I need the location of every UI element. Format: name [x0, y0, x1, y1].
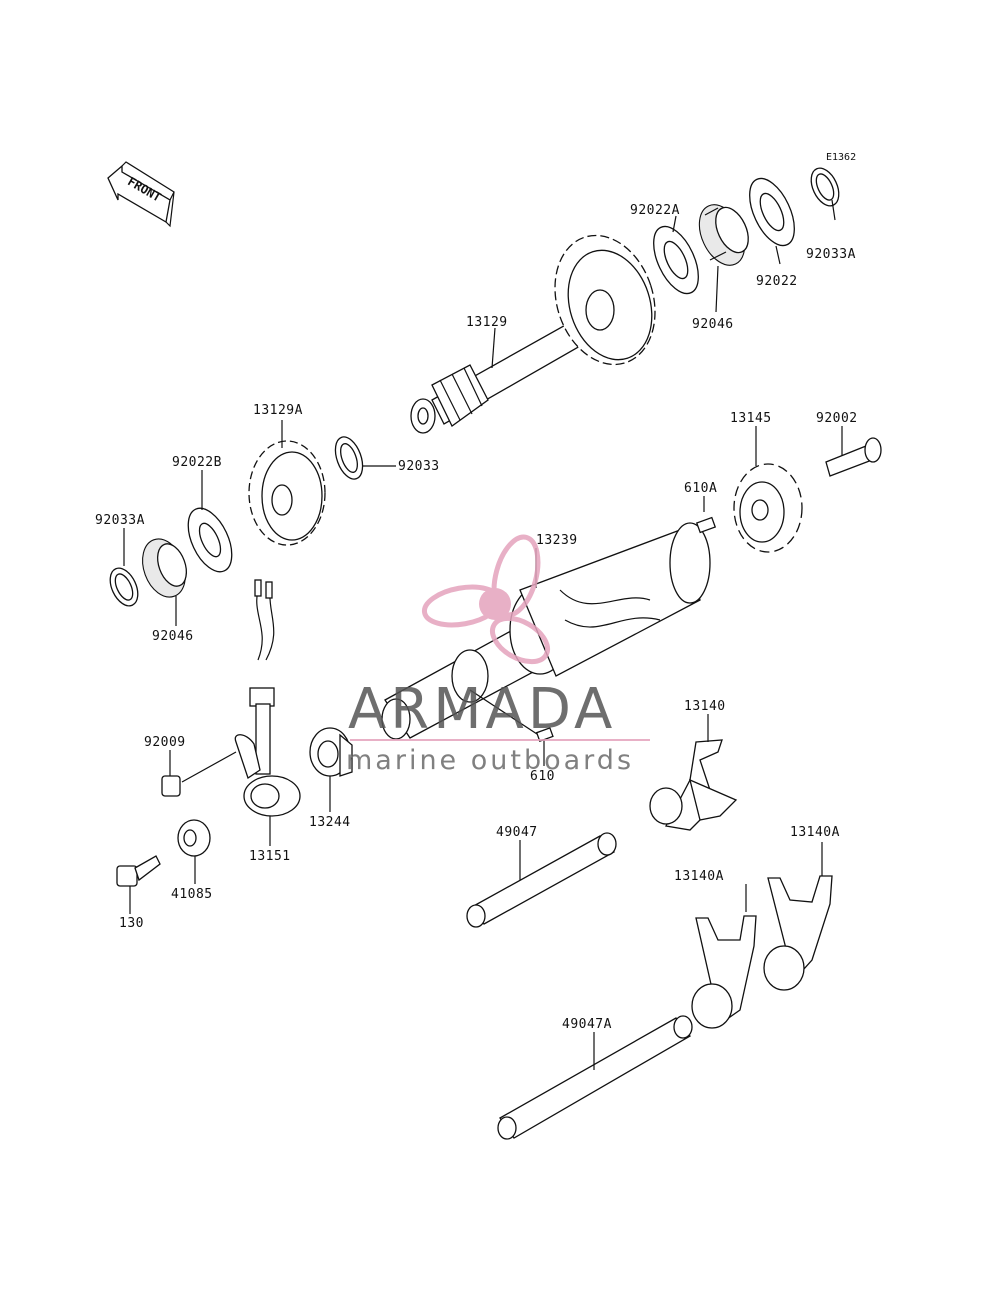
label-13140A-right: 13140A [790, 825, 840, 840]
bolt-92002 [825, 437, 882, 477]
watermark-brand: ARMADA [348, 677, 616, 742]
label-13140: 13140 [684, 699, 726, 714]
circlip-92033 [334, 436, 364, 480]
fork-13140 [649, 739, 738, 831]
washer-92022B [187, 507, 233, 573]
label-49047: 49047 [496, 825, 538, 840]
propeller-logo-icon [421, 534, 550, 665]
bearing-92046-top [698, 204, 749, 266]
rod-49047A [497, 1015, 693, 1140]
label-13140A-left: 13140A [674, 869, 724, 884]
label-610A: 610A [684, 481, 717, 496]
front-arrow-icon: FRONT [107, 161, 175, 228]
part-labels: 92033A 92022 92022A 92046 13129 13129A 9… [95, 203, 858, 1032]
circlip-92033A-left [109, 567, 139, 607]
label-92033A-top: 92033A [806, 247, 856, 262]
label-92046-top: 92046 [692, 317, 734, 332]
label-92022A: 92022A [630, 203, 680, 218]
label-13239: 13239 [536, 533, 578, 548]
label-92022: 92022 [756, 274, 798, 289]
fork-13140A-left [691, 915, 757, 1029]
diagram-code: E1362 [826, 152, 856, 163]
circlip-92033A-top [810, 167, 840, 207]
watermark: ARMADA marine outboards [346, 534, 650, 776]
bearing-92046-left [142, 538, 187, 598]
label-13129A: 13129A [253, 403, 303, 418]
collar-13244 [309, 727, 353, 777]
pin-610 [469, 689, 554, 742]
label-92033: 92033 [398, 459, 440, 474]
plate-41085 [177, 819, 211, 857]
label-92033A-left: 92033A [95, 513, 145, 528]
pin-610A [695, 516, 717, 534]
rod-49047 [466, 832, 617, 928]
fork-13140A-right [763, 875, 833, 991]
star-13145 [733, 463, 803, 553]
label-92002: 92002 [816, 411, 858, 426]
sensor-13151 [234, 579, 301, 817]
label-92022B: 92022B [172, 455, 222, 470]
label-13129: 13129 [466, 315, 508, 330]
label-92009: 92009 [144, 735, 186, 750]
label-610: 610 [530, 769, 555, 784]
label-41085: 41085 [171, 887, 213, 902]
gear-13129A [248, 440, 326, 546]
label-13151: 13151 [249, 849, 291, 864]
bolt-92009 [161, 751, 237, 797]
label-13145: 13145 [730, 411, 772, 426]
gear-13129 [554, 234, 656, 366]
label-13244: 13244 [309, 815, 351, 830]
washer-92022A [653, 225, 699, 295]
label-92046-left: 92046 [152, 629, 194, 644]
bolt-130 [116, 855, 161, 887]
label-49047A: 49047A [562, 1017, 612, 1032]
washer-92022 [749, 177, 795, 247]
watermark-tagline: marine outboards [346, 745, 634, 776]
label-130: 130 [119, 916, 144, 931]
